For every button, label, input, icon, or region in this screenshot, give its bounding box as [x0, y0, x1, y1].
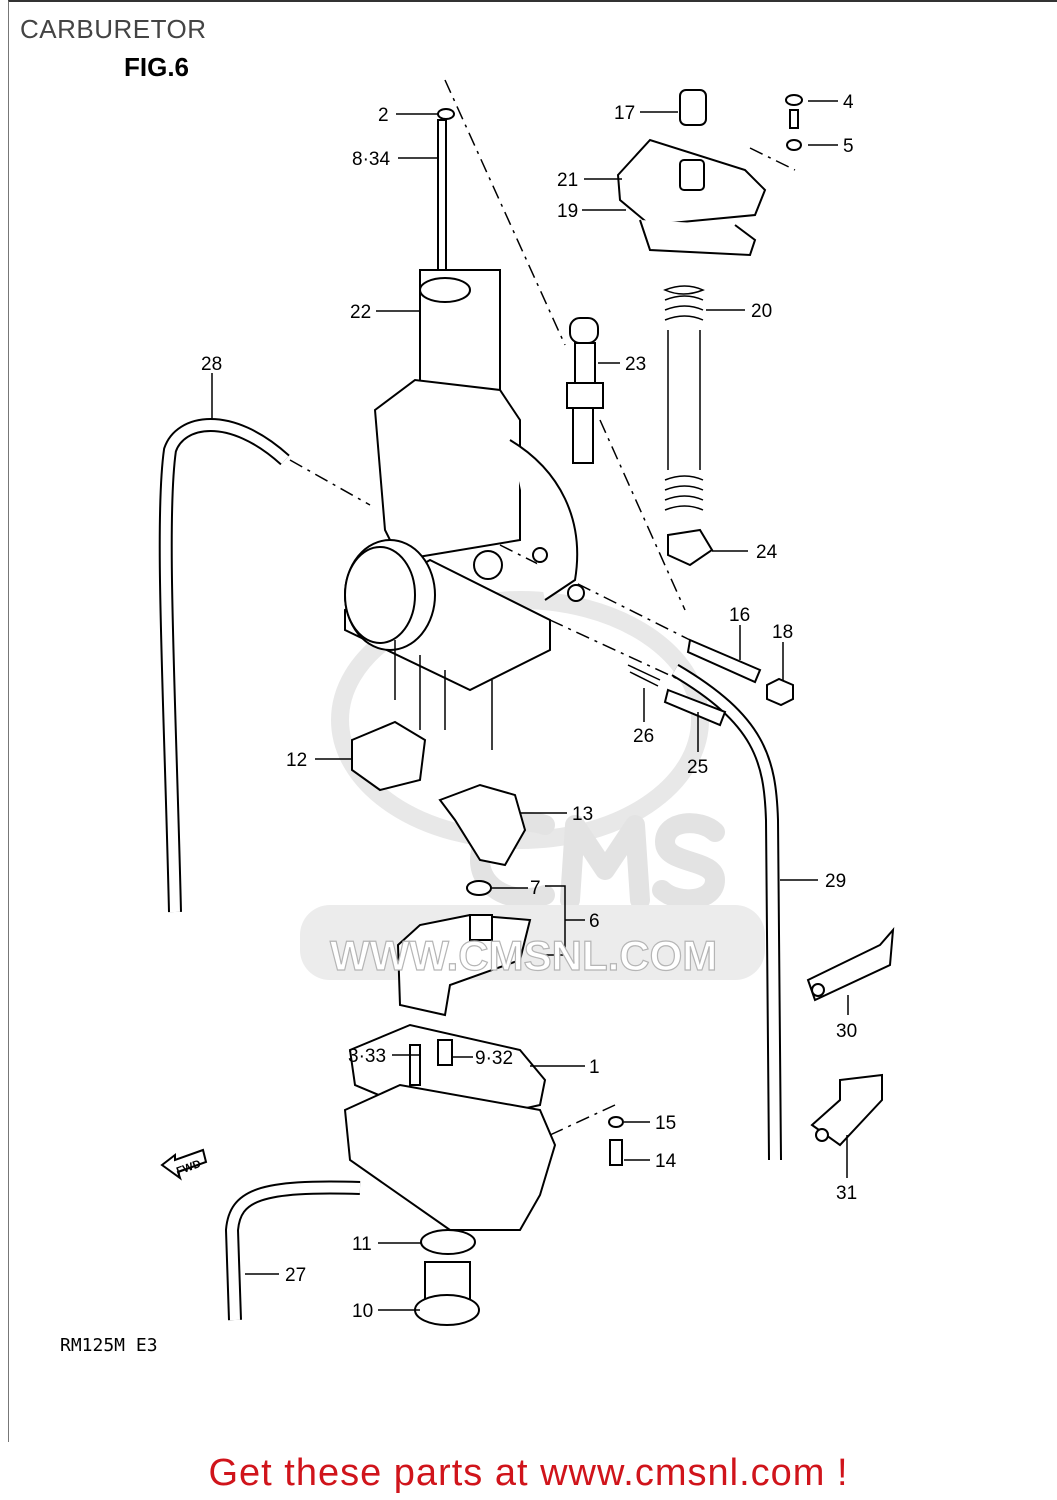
- frame-border: [8, 0, 1057, 1442]
- callout-16: 16: [729, 605, 750, 626]
- float-6: [396, 880, 532, 1017]
- callout-11: 11: [352, 1234, 372, 1255]
- callout-28: 28: [201, 354, 222, 375]
- model-code: RM125M E3: [60, 1335, 158, 1356]
- screw-23: [566, 317, 604, 464]
- callout-1: 1: [589, 1057, 600, 1078]
- callout-6: 6: [589, 911, 600, 932]
- callout-29: 29: [825, 871, 846, 892]
- callout-23: 23: [625, 354, 646, 375]
- top-cap: [616, 89, 803, 257]
- callout-8-34: 8·34: [352, 149, 390, 170]
- callout-20: 20: [751, 301, 772, 322]
- callout-31: 31: [836, 1183, 857, 1204]
- carburetor-body: [344, 269, 585, 750]
- callout-4: 4: [843, 92, 854, 113]
- float-bowl-1: [343, 1023, 624, 1326]
- callout-14: 14: [655, 1151, 677, 1172]
- callout-15: 15: [655, 1113, 676, 1134]
- figure-number: FIG.6: [124, 52, 190, 82]
- callout-26: 26: [633, 726, 654, 747]
- jets-16-18-25-26: [627, 638, 794, 727]
- watermark-url: WWW.CMSNL.COM: [330, 932, 717, 979]
- diagram-title: CARBURETOR: [20, 14, 207, 44]
- callout-13: 13: [572, 804, 593, 825]
- callout-30: 30: [836, 1021, 857, 1042]
- callout-9-32: 9·32: [475, 1048, 513, 1069]
- callout-18: 18: [772, 622, 793, 643]
- callout-2: 2: [378, 105, 389, 126]
- callout-3-33: 3·33: [348, 1046, 386, 1067]
- hose-28: [158, 418, 290, 913]
- callout-7: 7: [530, 878, 541, 899]
- callout-5: 5: [843, 136, 854, 157]
- callout-10: 10: [352, 1301, 373, 1322]
- callout-25: 25: [687, 757, 708, 778]
- callout-12: 12: [286, 750, 307, 771]
- needle: [437, 108, 455, 281]
- hose-27: [224, 1180, 361, 1321]
- callout-17: 17: [614, 103, 635, 124]
- footer-link[interactable]: Get these parts at www.cmsnl.com !: [208, 1452, 849, 1494]
- callout-21: 21: [557, 170, 578, 191]
- callout-27: 27: [285, 1265, 306, 1286]
- clamps-30-31: [806, 927, 895, 1147]
- fwd-arrow: FWD: [160, 1148, 208, 1181]
- callout-19: 19: [557, 201, 578, 222]
- callout-24: 24: [756, 542, 778, 563]
- spring-20: [663, 285, 714, 567]
- covers-12-13: [351, 720, 527, 867]
- callout-22: 22: [350, 302, 371, 323]
